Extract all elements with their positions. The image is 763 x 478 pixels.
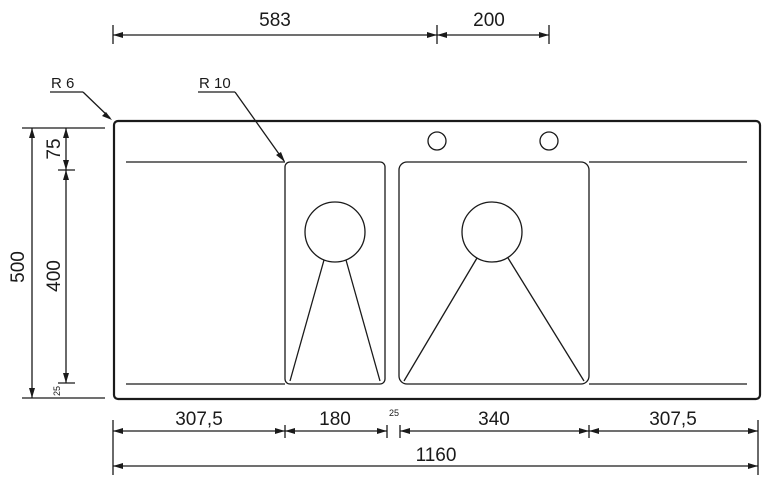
label-r10: R 10	[199, 75, 231, 92]
dimension-583: 583	[112, 10, 438, 44]
label-583: 583	[259, 10, 291, 31]
small-bowl	[284, 161, 386, 385]
dimension-180: 180	[285, 409, 387, 434]
large-bowl-slope-left	[403, 257, 478, 382]
dimension-340: 340	[400, 409, 589, 434]
label-307-5-right: 307,5	[649, 409, 697, 430]
sink-outline	[112, 119, 762, 401]
small-bowl-slope-right	[345, 259, 381, 382]
radius-outer-callout: R 6	[50, 75, 112, 120]
label-r6: R 6	[51, 75, 74, 92]
dimension-500: 500	[8, 127, 105, 399]
dimension-25-bottom: 25	[389, 408, 399, 418]
small-bowl-slope-left	[289, 259, 325, 382]
label-180: 180	[319, 409, 351, 430]
dimension-307-5-right: 307,5	[589, 409, 758, 434]
large-bowl-drain	[461, 201, 523, 263]
tap-hole-right	[539, 131, 559, 151]
tap-hole-left	[427, 131, 447, 151]
label-400: 400	[44, 260, 65, 292]
label-500: 500	[8, 251, 29, 283]
label-200: 200	[473, 10, 505, 31]
dimension-307-5-left: 307,5	[113, 409, 285, 434]
dimension-200: 200	[437, 10, 550, 44]
label-25-bottom: 25	[389, 408, 399, 418]
label-25-left: 25	[52, 386, 62, 396]
dimension-25-left: 25	[52, 386, 62, 396]
dimension-1160: 1160	[113, 445, 758, 469]
large-bowl	[398, 161, 590, 385]
large-bowl-slope-right	[507, 257, 585, 382]
label-340: 340	[478, 409, 510, 430]
label-1160: 1160	[416, 445, 457, 466]
label-307-5-left: 307,5	[175, 409, 223, 430]
dimension-75: 75	[44, 128, 75, 171]
dimension-400: 400	[44, 170, 75, 384]
small-bowl-drain	[304, 201, 366, 263]
label-75: 75	[44, 138, 65, 159]
radius-inner-callout: R 10	[198, 75, 285, 162]
